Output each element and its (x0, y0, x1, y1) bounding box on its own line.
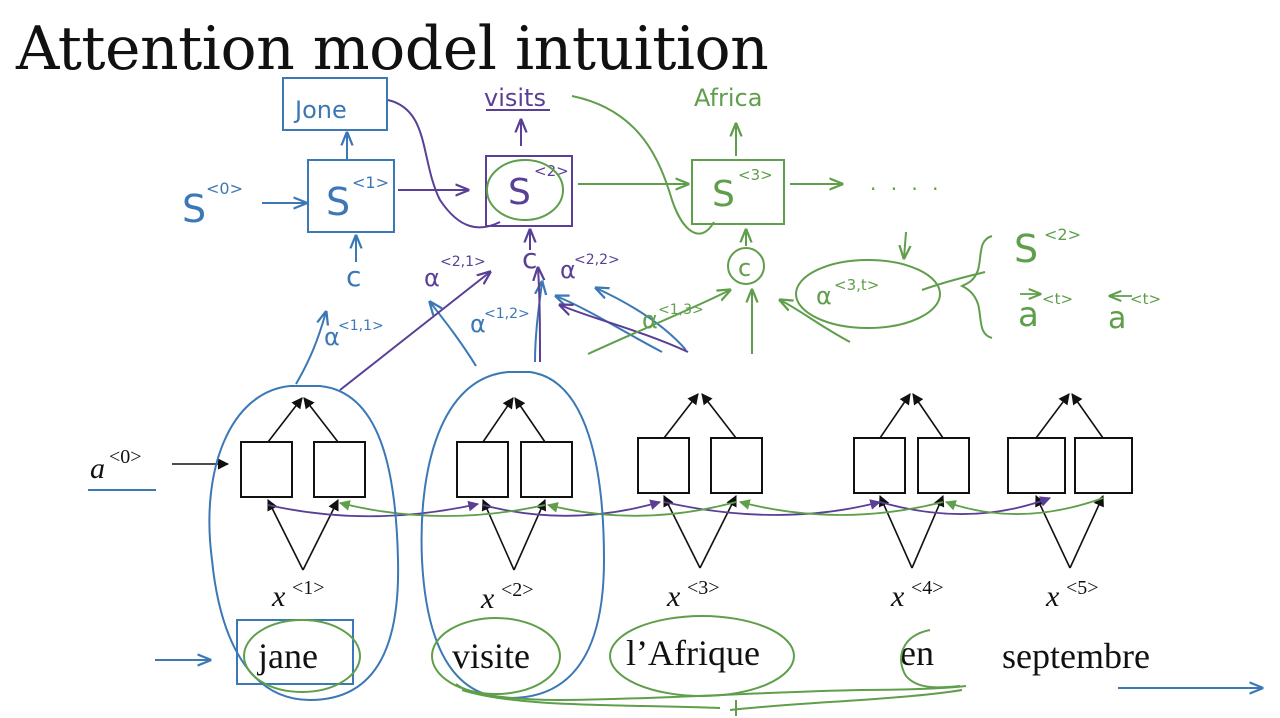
word-jane-circle (243, 619, 361, 693)
slide-title: Attention model intuition (16, 14, 769, 84)
context3-circle (727, 247, 765, 285)
french-words: jane visite l’Afrique en septembre (256, 633, 1150, 676)
blue-annotations (155, 77, 1262, 702)
s2-circle (486, 159, 564, 221)
encoder-cell-4-fwd (853, 437, 906, 494)
context2-label: c (522, 242, 537, 275)
word-visite: visite (452, 636, 530, 676)
x1-label: x (271, 580, 286, 613)
alpha-3t-superscript: <3,t> (834, 276, 879, 294)
s3-label: S (712, 174, 735, 215)
jone-to-s2-path (387, 99, 501, 229)
word-visite-circle (431, 617, 561, 695)
s0-label: S (182, 187, 206, 231)
alpha-13-superscript: <1,3> (658, 302, 704, 318)
x2-superscript: <2> (501, 579, 534, 601)
dep-a-bwd-superscript: <t> (1130, 290, 1161, 308)
s0-superscript: <0> (206, 179, 243, 198)
encoder-cell-5-fwd (1007, 437, 1066, 494)
output-africa-label: Africa (694, 84, 762, 112)
x4-label: x (890, 580, 905, 613)
word-en: en (900, 633, 934, 673)
visits-to-s3-path (571, 95, 715, 235)
s1-superscript: <1> (352, 173, 389, 192)
focus-loop-jane (208, 385, 400, 702)
alpha-12-label: α (470, 310, 486, 338)
alpha-13-label: α (642, 306, 658, 334)
x3-label: x (666, 580, 681, 613)
input-x-labels: x <1> x <2> x <3> x <4> x <5> (271, 577, 1099, 615)
s2-superscript: <2> (534, 162, 569, 180)
purple-labels: visits S <2> c α <2,1> α <2,2> (424, 84, 620, 292)
encoder-cell-3-bwd (710, 437, 763, 494)
decoder-ellipsis: · · · · (870, 177, 943, 201)
encoder-cell-5-bwd (1074, 437, 1133, 494)
decoder-s1-box (307, 159, 395, 233)
green-vector-marks (1020, 294, 1132, 296)
alpha-11-label: α (324, 323, 340, 351)
output-visits-label: visits (484, 84, 546, 112)
x4-superscript: <4> (911, 577, 944, 599)
dep-a-bwd-label: a (1108, 301, 1126, 336)
encoder-cell-3-fwd (637, 437, 690, 494)
alpha-21-superscript: <2,1> (440, 254, 486, 270)
bottom-bracket (455, 683, 967, 702)
encoder-cell-1-bwd (313, 441, 366, 498)
encoder-cell-4-bwd (917, 437, 970, 494)
output-jone-box (282, 77, 388, 131)
output-jone-label: Jone (293, 96, 347, 124)
alpha-3t-label: α (816, 282, 832, 310)
a0-superscript: <0> (109, 446, 142, 468)
s3-superscript: <3> (738, 166, 773, 184)
word-septembre: septembre (1002, 636, 1150, 676)
encoder-cell-2-bwd (520, 441, 573, 498)
encoder-cells (240, 437, 1133, 498)
encoder-cell-1-fwd (240, 441, 293, 498)
word-lafrique: l’Afrique (626, 633, 760, 673)
x3-superscript: <3> (687, 577, 720, 599)
encoder-cell-2-fwd (456, 441, 509, 498)
dep-s2-superscript: <2> (1044, 225, 1081, 244)
decoder-s2-box (485, 155, 573, 227)
alpha-3t-ellipse (795, 259, 941, 329)
x2-label: x (480, 582, 495, 615)
dep-a-fwd-superscript: <t> (1042, 290, 1073, 308)
alpha-11-superscript: <1,1> (338, 318, 384, 334)
s2-label: S (508, 172, 531, 213)
x5-superscript: <5> (1066, 577, 1099, 599)
dependency-brace (959, 235, 993, 339)
encoder-arrows (172, 393, 1104, 571)
a0-label: a (90, 452, 105, 485)
alpha-22-superscript: <2,2> (574, 252, 620, 268)
alpha-21-label: α (424, 264, 440, 292)
context1-label: c (346, 260, 361, 293)
purple-annotations (339, 99, 689, 391)
green-labels: Africa S <3> · · · · c α <3,t> α <1,3> S… (642, 84, 1161, 336)
dep-a-fwd-label: a (1018, 295, 1039, 335)
s1-label: S (326, 180, 350, 224)
blue-labels: Jone S <0> S <1> c α <1,1> α <1,2> (182, 96, 530, 351)
decoder-s3-box (691, 159, 785, 225)
context3-label: c (738, 254, 751, 282)
word-jane: jane (256, 636, 318, 676)
x5-label: x (1045, 580, 1060, 613)
alpha-12-superscript: <1,2> (484, 306, 530, 322)
dep-s2-label: S (1014, 227, 1038, 271)
x1-superscript: <1> (292, 577, 325, 599)
green-annotations (243, 95, 993, 716)
encoder-recurrent (267, 496, 1104, 518)
alpha-22-label: α (560, 256, 576, 284)
